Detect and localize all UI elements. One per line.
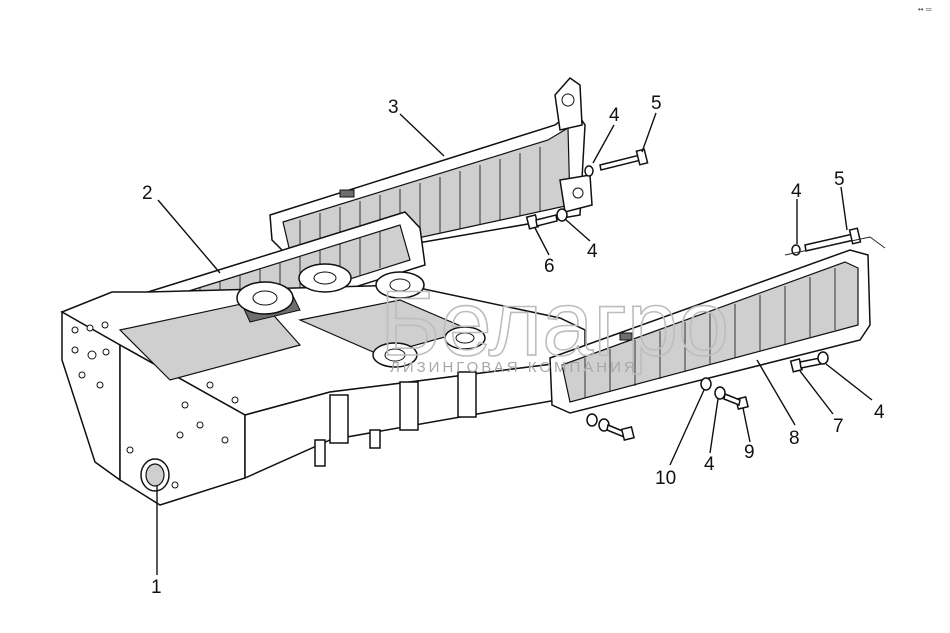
callout-4-upper: 4 <box>609 105 620 126</box>
callout-1: 1 <box>151 577 162 598</box>
callout-4-right: 4 <box>874 402 885 423</box>
callout-5-upper: 5 <box>651 93 662 114</box>
watermark-main: Белагро <box>380 273 729 375</box>
bolt-5-right <box>804 227 862 252</box>
washer-4-right <box>817 351 829 365</box>
washer-4-lower <box>714 386 726 400</box>
watermark-sub: ЛИЗИНГОВАЯ КОМПАНИЯ <box>390 359 638 376</box>
callout-3: 3 <box>388 97 399 118</box>
corner-mark: •• ═ <box>918 5 932 14</box>
washer-4-upper <box>584 165 594 177</box>
callout-4-mid: 4 <box>587 241 598 262</box>
callout-8: 8 <box>789 428 800 449</box>
bolt-7 <box>789 357 822 373</box>
callout-2: 2 <box>142 183 153 204</box>
callout-4-lower: 4 <box>704 454 715 475</box>
watermark: Белагро ЛИЗИНГОВАЯ КОМПАНИЯ <box>379 272 730 376</box>
bolt-6 <box>525 214 558 230</box>
bolt-set-lower-left <box>586 413 635 441</box>
bolt-9 <box>723 392 749 410</box>
washer-10 <box>700 377 712 391</box>
callout-labels: 1 2 3 4 5 6 4 4 5 4 7 8 9 4 10 <box>142 93 885 598</box>
callout-9: 9 <box>744 442 755 463</box>
callout-7: 7 <box>833 416 844 437</box>
leader-lines <box>156 112 873 575</box>
washer-4-mid <box>556 208 568 222</box>
callout-6: 6 <box>544 256 555 277</box>
frame-bolt-holes <box>71 321 239 489</box>
part-8-right-side-plate <box>549 249 871 414</box>
callout-4-right-top: 4 <box>791 181 802 202</box>
callout-5-right: 5 <box>834 169 845 190</box>
part-3-upper-side-plate <box>269 77 593 259</box>
part-1-half-frame <box>60 263 586 506</box>
bolt-5-upper <box>599 148 649 171</box>
fasteners <box>525 148 886 441</box>
callout-10: 10 <box>655 468 676 489</box>
